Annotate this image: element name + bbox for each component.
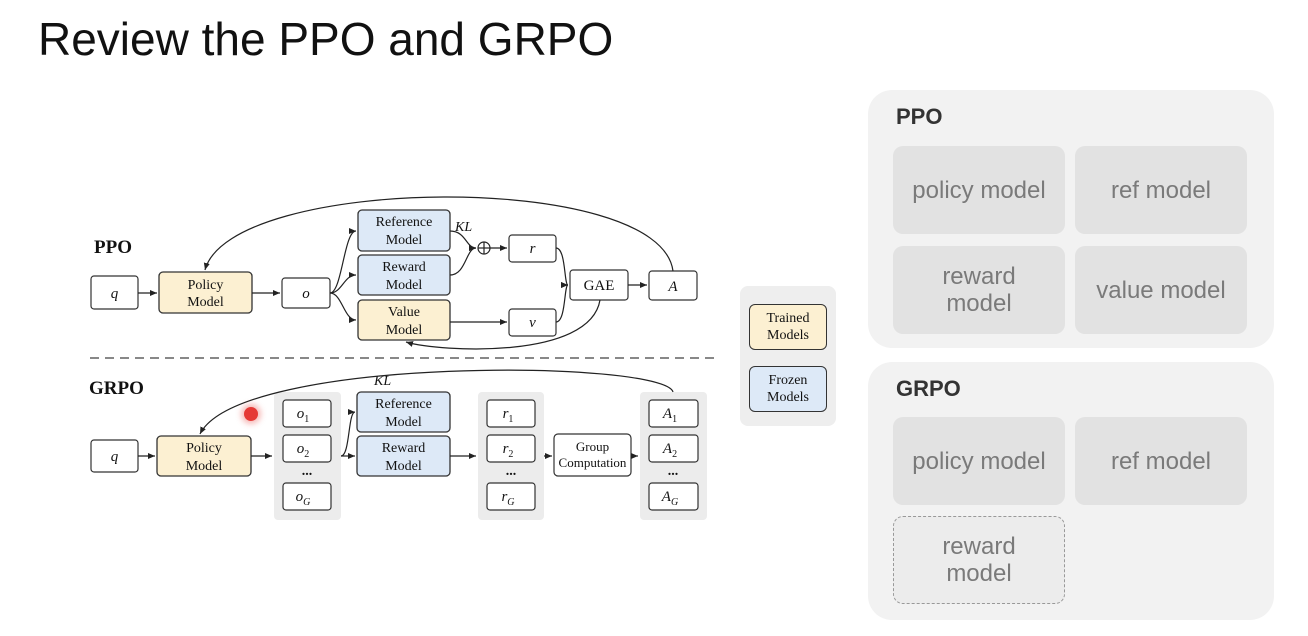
grpo-reward-g: rG (486, 482, 536, 511)
grpo-components-panel: GRPO policy model ref model reward model (868, 362, 1274, 620)
svg-text:r2: r2 (503, 441, 514, 460)
ppo-arrows (138, 196, 674, 350)
ppo-card-policy: policy model (893, 146, 1065, 234)
ppo-reference-model: Reference Model (357, 209, 451, 252)
legend-trained: Trained Models (749, 304, 827, 350)
grpo-reward-2: r2 (486, 434, 536, 463)
legend-frozen: Frozen Models (749, 366, 827, 412)
ppo-reference-line1: Reference (376, 215, 433, 230)
ppo-kl-label: KL (454, 220, 472, 235)
recording-indicator-dot (244, 407, 258, 421)
ppo-reward-line2: Model (386, 278, 423, 293)
ppo-value-line1: Value (388, 305, 420, 320)
svg-text:AG: AG (661, 489, 678, 508)
ppo-o-box: o (281, 277, 331, 309)
grpo-policy-model: Policy Model (156, 435, 252, 477)
ppo-reward-line1: Reward (382, 260, 426, 275)
svg-text:oG: oG (296, 489, 311, 508)
ppo-reference-line2: Model (386, 233, 423, 248)
ppo-panel-title: PPO (896, 104, 943, 129)
grpo-advantage-g: AG (648, 482, 699, 511)
grpo-card-ref: ref model (1075, 417, 1247, 505)
svg-text:GAE: GAE (584, 278, 615, 294)
ppo-grpo-diagram: PPO q Policy Model o Reference Model Rew… (89, 196, 720, 520)
svg-text:q: q (111, 286, 119, 302)
grpo-reward-line2: Model (385, 459, 422, 474)
svg-text:A: A (667, 279, 678, 295)
ppo-policy-model: Policy Model (158, 271, 253, 314)
svg-text:q: q (111, 449, 119, 465)
ppo-components-panel: PPO policy model ref model reward model … (868, 90, 1274, 348)
ppo-card-ref: ref model (1075, 146, 1247, 234)
ppo-value-line2: Model (386, 323, 423, 338)
ppo-a-box: A (648, 270, 698, 301)
grpo-q-box: q (90, 439, 139, 473)
svg-text:A1: A1 (662, 406, 677, 425)
grpo-output-dots: ... (302, 464, 313, 479)
ppo-value-model: Value Model (357, 299, 451, 341)
grpo-group-line1: Group (576, 439, 609, 454)
grpo-reward-line1: Reward (382, 441, 426, 456)
ppo-reward-model: Reward Model (357, 254, 451, 296)
svg-text:rG: rG (501, 489, 514, 508)
grpo-group-line2: Computation (559, 455, 627, 470)
ppo-oplus-icon (477, 241, 491, 255)
legend: Trained Models Frozen Models (740, 286, 836, 426)
grpo-policy-line1: Policy (186, 441, 222, 456)
svg-text:o1: o1 (297, 406, 310, 425)
ppo-r-box: r (508, 234, 557, 263)
ppo-q-box: q (90, 275, 139, 310)
grpo-advantage-dots: ... (668, 464, 679, 479)
grpo-advantage-1: A1 (648, 399, 699, 428)
grpo-panel-title: GRPO (896, 376, 961, 401)
slide-title: Review the PPO and GRPO (38, 13, 614, 65)
svg-text:o: o (302, 286, 310, 302)
svg-text:r: r (530, 241, 536, 257)
svg-text:A2: A2 (662, 441, 677, 460)
ppo-label: PPO (94, 237, 132, 258)
grpo-card-reward: reward model (893, 516, 1065, 604)
grpo-reward-1: r1 (486, 399, 536, 428)
grpo-group-computation: Group Computation (553, 433, 632, 477)
ppo-policy-line1: Policy (188, 278, 224, 293)
ppo-policy-line2: Model (187, 295, 224, 310)
grpo-reward-model: Reward Model (356, 435, 451, 477)
svg-text:r1: r1 (503, 406, 514, 425)
ppo-v-box: v (508, 308, 557, 337)
grpo-reference-model: Reference Model (356, 391, 451, 433)
grpo-reference-line1: Reference (375, 397, 432, 412)
grpo-kl-label: KL (373, 374, 391, 389)
grpo-advantage-2: A2 (648, 434, 699, 463)
grpo-label: GRPO (89, 378, 144, 399)
grpo-reward-dots: ... (506, 464, 517, 479)
svg-text:o2: o2 (297, 441, 310, 460)
grpo-policy-line2: Model (186, 459, 223, 474)
grpo-output-2: o2 (282, 434, 332, 463)
grpo-output-g: oG (282, 482, 332, 511)
svg-text:v: v (529, 315, 536, 331)
ppo-gae-box: GAE (569, 269, 629, 301)
ppo-card-value: value model (1075, 246, 1247, 334)
grpo-reference-line2: Model (385, 415, 422, 430)
grpo-arrows (138, 369, 674, 459)
grpo-output-1: o1 (282, 399, 332, 428)
ppo-card-reward: reward model (893, 246, 1065, 334)
grpo-card-policy: policy model (893, 417, 1065, 505)
